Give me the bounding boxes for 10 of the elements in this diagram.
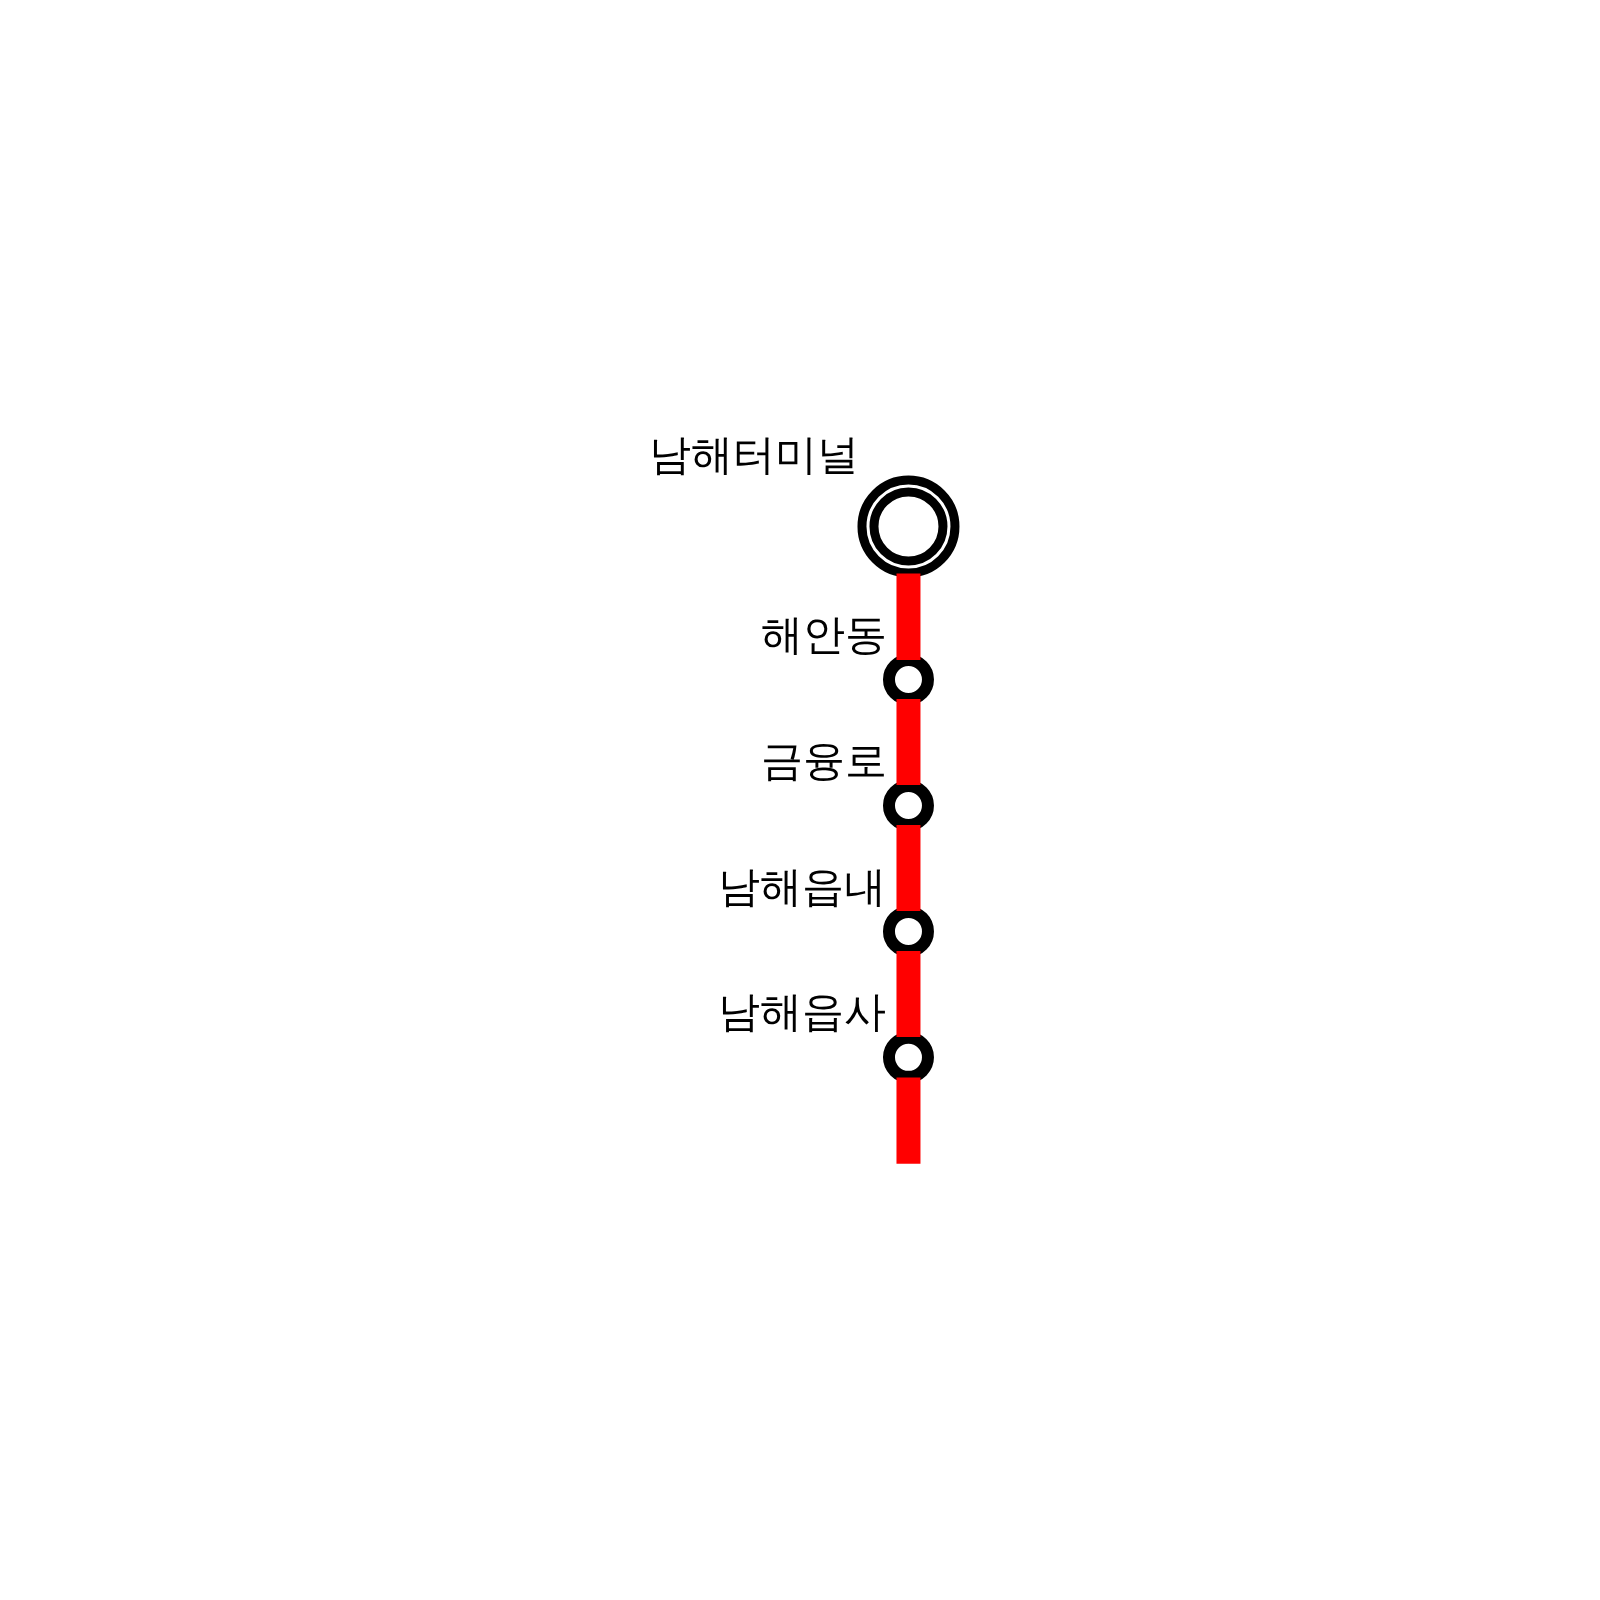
node-label: 해안동 [760, 609, 887, 659]
node-circle [857, 475, 959, 577]
connector [896, 1076, 920, 1164]
node-label: 남해읍사 [717, 986, 886, 1036]
connector [896, 950, 920, 1037]
node-label: 남해터미널 [648, 429, 859, 479]
connector [896, 824, 920, 911]
node-label: 금융로 [760, 735, 887, 785]
node-label: 남해읍내 [717, 861, 886, 910]
connector [896, 698, 920, 785]
